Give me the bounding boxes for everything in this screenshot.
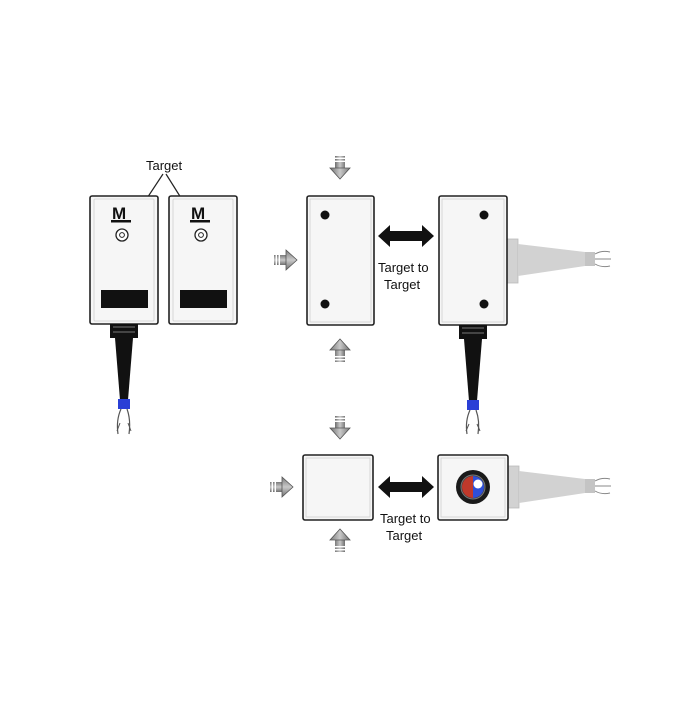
double-arrow-bottom xyxy=(378,476,434,498)
target-to-target-label-top-line1: Target to xyxy=(378,260,429,275)
mount-hole xyxy=(479,299,489,309)
target-to-target-label-top-line2: Target xyxy=(384,277,421,292)
target-reticle-icon xyxy=(194,228,208,242)
push-arrow-top-1 xyxy=(329,155,351,180)
target-label: Target xyxy=(146,158,183,173)
sensor-block-right-bottom xyxy=(437,454,509,521)
sensor-logo-icon: M xyxy=(191,204,205,223)
mount-hole xyxy=(320,299,330,309)
double-arrow-top xyxy=(378,225,434,247)
push-arrow-left-2 xyxy=(269,476,294,498)
target-block-2 xyxy=(302,454,374,521)
sensor-block-right-top xyxy=(438,195,508,326)
push-arrow-top-2 xyxy=(329,415,351,440)
gray-cable-right-bottom xyxy=(506,465,611,509)
sensor-logo-icon: M xyxy=(112,204,126,223)
sensor-left-cable xyxy=(110,324,138,435)
sensor-indicator-window xyxy=(180,290,227,308)
sensor-right: M xyxy=(168,195,238,325)
sensor-indicator-window xyxy=(101,290,148,308)
sensor-lens-icon xyxy=(456,470,490,504)
gray-cable-right-top xyxy=(505,238,611,284)
push-arrow-bottom-1 xyxy=(329,338,351,363)
target-to-target-label-bottom-line2: Target xyxy=(386,528,423,543)
target-to-target-label-bottom-line1: Target to xyxy=(380,511,431,526)
push-arrow-bottom-2 xyxy=(329,528,351,553)
sensor-right-top-cable xyxy=(459,325,487,435)
target-block-1 xyxy=(306,195,375,326)
push-arrow-left-1 xyxy=(273,249,298,271)
mount-hole xyxy=(320,210,330,220)
target-reticle-icon xyxy=(115,228,129,242)
sensor-left: M xyxy=(89,195,159,325)
mount-hole xyxy=(479,210,489,220)
